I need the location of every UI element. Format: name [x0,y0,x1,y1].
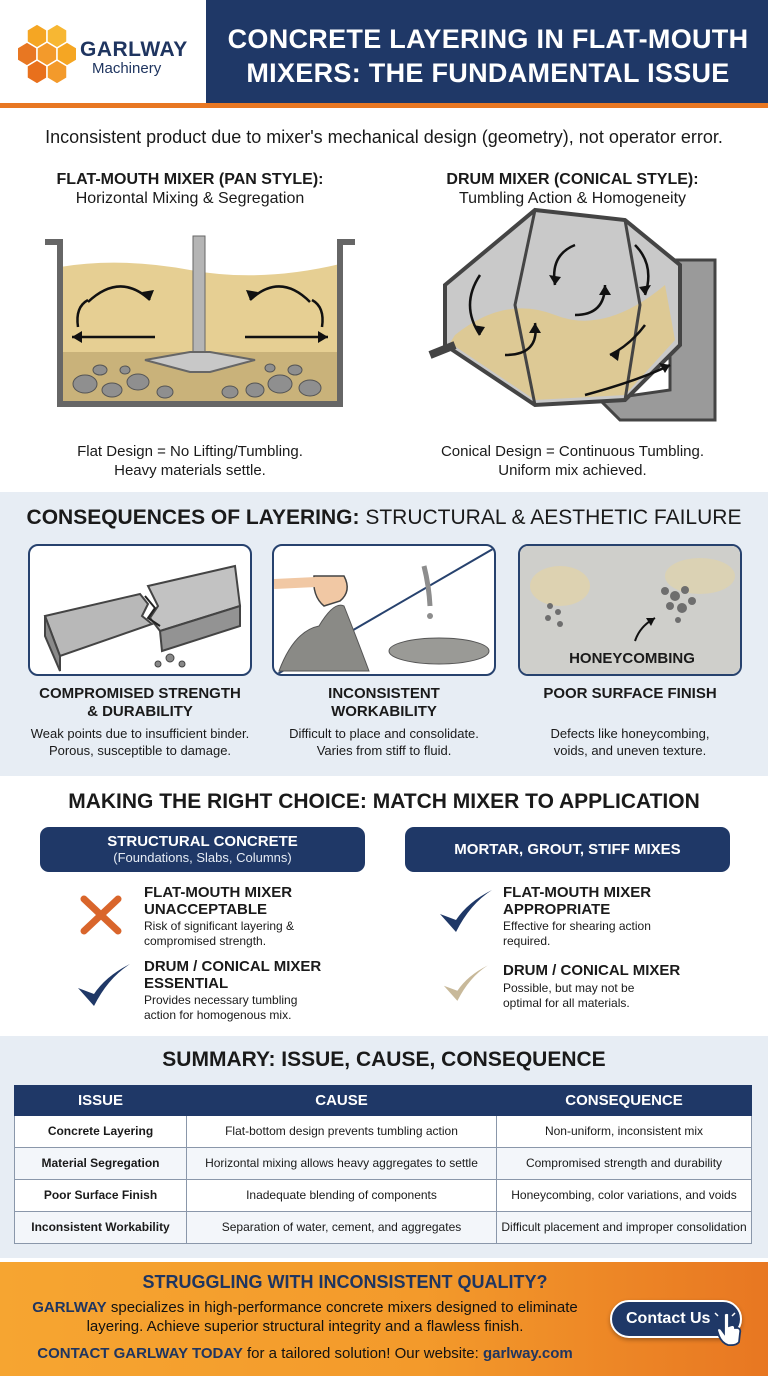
summary-table: ISSUE CAUSE CONSEQUENCE Concrete Layerin… [14,1085,752,1244]
flat-mixer-subtitle: Horizontal Mixing & Segregation [75,190,305,207]
consequence-text-1: Weak points due to insufficient binder.P… [30,726,250,758]
consequences-title: CONSEQUENCES OF LAYERING: STRUCTURAL & A… [26,506,742,529]
pointer-hand-icon [714,1312,742,1346]
option-flat-structural-text: Risk of significant layering &compromise… [144,919,295,948]
honeycomb-logo-icon [18,23,76,84]
honeycomb-surface-icon [520,546,740,674]
drum-mixer-title: DRUM MIXER (CONICAL STYLE): [446,171,699,188]
summary-title: SUMMARY: ISSUE, CAUSE, CONSEQUENCE [162,1048,606,1071]
option-drum-mortar: DRUM / CONICAL MIXER [503,962,681,979]
header: GARLWAY Machinery CONCRETE LAYERING IN F… [0,0,768,108]
honeycombing-label: HONEYCOMBING [569,650,695,667]
card-honeycombing: HONEYCOMBING [518,544,742,676]
cta-title: STRUGGLING WITH INCONSISTENT QUALITY? [142,1272,548,1292]
pill-mortar: MORTAR, GROUT, STIFF MIXES [405,827,730,872]
consequence-text-3: Defects like honeycombing,voids, and une… [550,726,710,758]
card-workability [272,544,496,676]
consequence-text-2: Difficult to place and consolidate.Varie… [289,726,479,758]
brand-sub: Machinery [92,60,162,77]
page-title: CONCRETE LAYERING IN FLAT-MOUTH MIXERS: … [227,24,749,88]
table-row: Material Segregation Horizontal mixing a… [14,1147,752,1180]
x-icon [80,895,122,935]
table-row: Inconsistent Workability Separation of w… [14,1211,752,1244]
column-header: CAUSE [186,1085,497,1116]
check-icon [78,964,130,1006]
flat-mixer-caption: Flat Design = No Lifting/Tumbling. Heavy… [77,443,303,479]
brand-name: GARLWAY [80,38,188,61]
title-bar: CONCRETE LAYERING IN FLAT-MOUTH MIXERS: … [206,0,768,108]
table-row: Poor Surface Finish Inadequate blending … [14,1179,752,1212]
logo: GARLWAY Machinery [0,0,206,108]
choice-title: MAKING THE RIGHT CHOICE: MATCH MIXER TO … [68,790,700,813]
flat-mixer-illustration [45,235,355,407]
table-header-row: ISSUE CAUSE CONSEQUENCE [14,1085,752,1116]
consequence-heading-3: POOR SURFACE FINISH [543,685,717,702]
cta-footer: CONTACT GARLWAY TODAY for a tailored sol… [37,1345,573,1362]
drum-mixer-subtitle: Tumbling Action & Homogeneity [458,190,687,207]
flat-mixer-title: FLAT-MOUTH MIXER (PAN STYLE): [56,171,324,188]
pill-structural: STRUCTURAL CONCRETE (Foundations, Slabs,… [40,827,365,872]
faded-check-icon [443,965,488,1001]
consequence-heading-1: COMPROMISED STRENGTH& DURABILITY [39,685,241,720]
intro-text: Inconsistent product due to mixer's mech… [45,127,723,147]
drum-mixer-illustration [428,207,717,422]
website-link[interactable]: garlway.com [482,1345,573,1362]
cracked-block-icon [43,564,242,672]
table-row: Concrete Layering Flat-bottom design pre… [14,1115,752,1148]
check-icon [440,890,492,932]
column-header: CONSEQUENCE [496,1085,752,1116]
card-cracked-concrete [28,544,252,676]
column-header: ISSUE [14,1085,187,1116]
drum-mixer-caption: Conical Design = Continuous Tumbling. Un… [440,443,705,479]
cta-text: GARLWAY specializes in high-performance … [32,1299,578,1335]
drum-mixer-heading: DRUM MIXER (CONICAL STYLE): Tumbling Act… [400,170,745,208]
flat-mixer-heading: FLAT-MOUTH MIXER (PAN STYLE): Horizontal… [20,170,360,208]
hand-slump-icon [274,547,494,674]
